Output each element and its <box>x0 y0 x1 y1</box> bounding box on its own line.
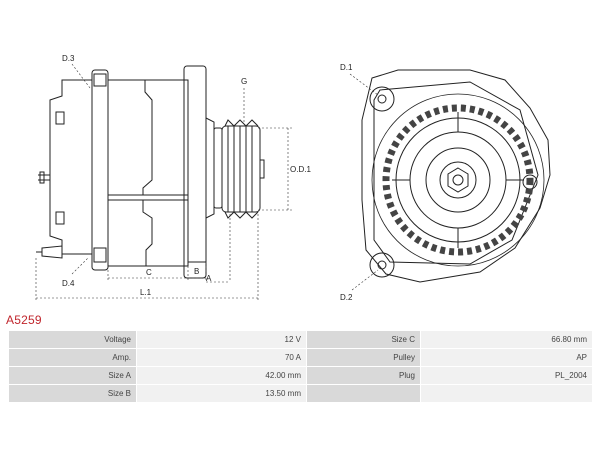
spec-value-amp: 70 A <box>136 348 307 367</box>
spec-label-size-a: Size A <box>8 366 137 385</box>
alternator-technical-drawing: D.3 D.4 G O.D.1 B A C L.1 D.1 D.2 <box>35 54 551 302</box>
spec-label-size-b: Size B <box>8 384 137 403</box>
label-c: C <box>146 268 152 277</box>
label-a: A <box>206 274 212 283</box>
end-view-leaders <box>349 73 379 291</box>
label-d4: D.4 <box>62 279 75 288</box>
table-row: Size B 13.50 mm <box>8 384 593 403</box>
spec-label-size-c: Size C <box>306 330 421 349</box>
label-d1: D.1 <box>340 63 353 72</box>
spec-value-size-a: 42.00 mm <box>136 366 307 385</box>
spec-value-size-c: 66.80 mm <box>420 330 593 349</box>
spec-label-amp: Amp. <box>8 348 137 367</box>
spec-label-pulley: Pulley <box>306 348 421 367</box>
table-row: Voltage 12 V Size C 66.80 mm <box>8 330 593 349</box>
label-g: G <box>241 77 247 86</box>
spec-value-size-b: 13.50 mm <box>136 384 307 403</box>
spec-label-plug: Plug <box>306 366 421 385</box>
label-od1: O.D.1 <box>290 165 311 174</box>
part-number: A5259 <box>6 313 42 327</box>
spec-value-voltage: 12 V <box>136 330 307 349</box>
label-l1: L.1 <box>140 288 152 297</box>
spec-table: Voltage 12 V Size C 66.80 mm Amp. 70 A P… <box>8 330 593 403</box>
spec-value-plug: PL_2004 <box>420 366 593 385</box>
spec-value-empty <box>420 384 593 403</box>
table-row: Amp. 70 A Pulley AP <box>8 348 593 367</box>
side-view <box>36 65 265 279</box>
side-view-dimensions <box>35 63 292 300</box>
label-d3: D.3 <box>62 54 75 63</box>
label-d2: D.2 <box>340 293 353 302</box>
spec-label-empty <box>306 384 421 403</box>
spec-value-pulley: AP <box>420 348 593 367</box>
end-view <box>361 69 551 283</box>
label-b: B <box>194 267 199 276</box>
spec-label-voltage: Voltage <box>8 330 137 349</box>
table-row: Size A 42.00 mm Plug PL_2004 <box>8 366 593 385</box>
